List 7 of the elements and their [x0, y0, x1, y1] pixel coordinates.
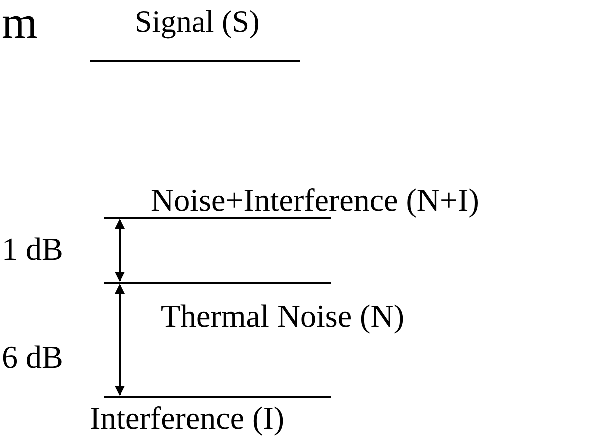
noise-interference-label: Noise+Interference (N+I) — [151, 184, 480, 216]
heading-fragment: m — [2, 0, 38, 46]
dimension-label: 1 dB — [2, 233, 64, 265]
dimension-label: 6 dB — [2, 341, 64, 373]
interference-label: Interference (I) — [90, 402, 284, 434]
signal-label: Signal (S) — [135, 6, 260, 37]
thermal-noise-label: Thermal Noise (N) — [161, 300, 404, 332]
